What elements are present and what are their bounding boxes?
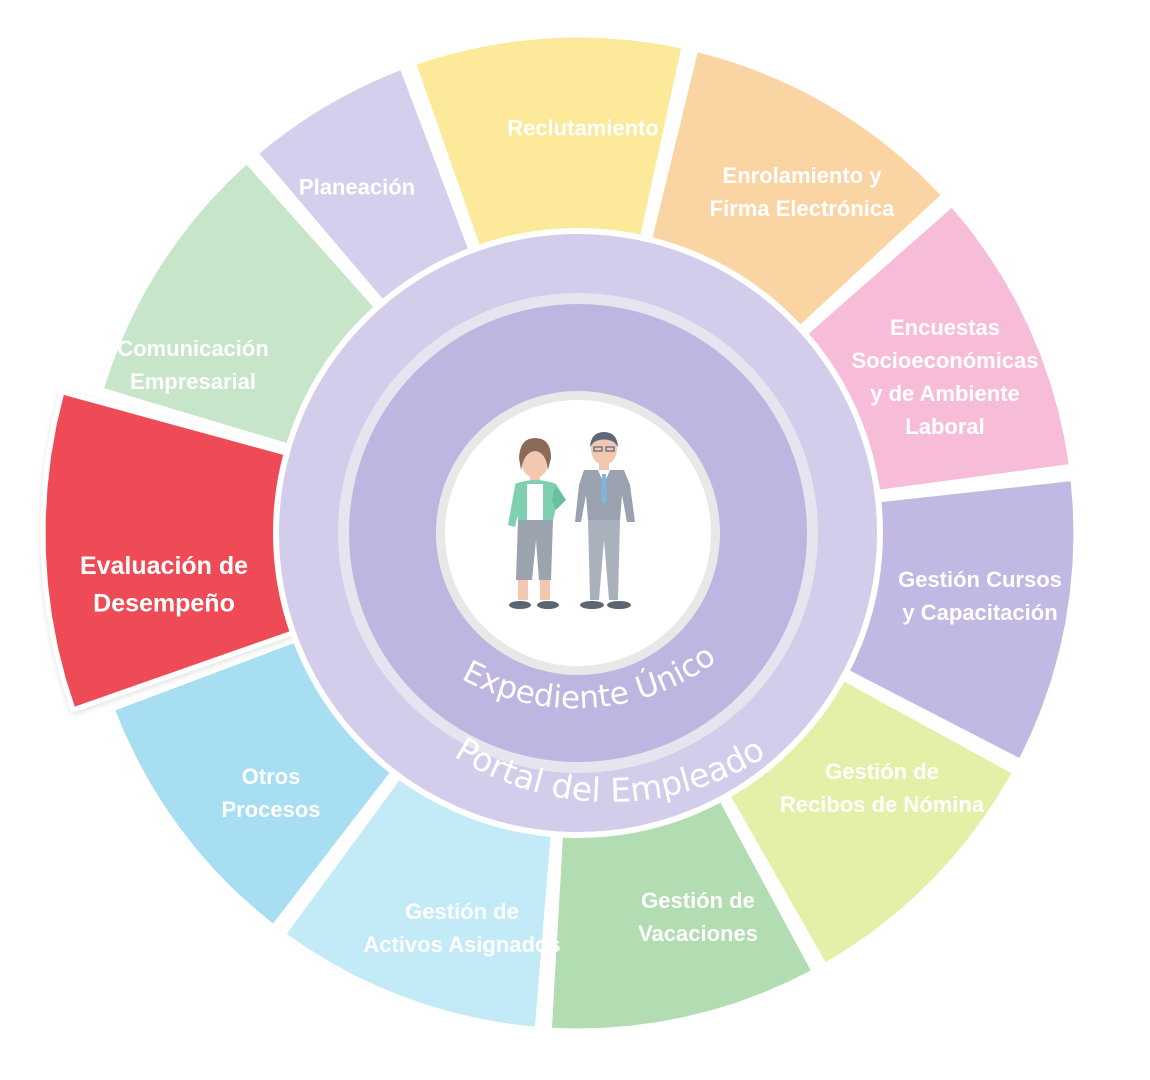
segment-label-line: Gestión de <box>825 759 939 784</box>
segment-label: Gestión de Activos Asignados <box>363 899 560 957</box>
segment-label-line: y Capacitación <box>902 600 1057 625</box>
segment-label-line: Firma Electrónica <box>710 196 895 221</box>
man-icon <box>575 432 635 609</box>
segment-label-line: Activos Asignados <box>363 932 560 957</box>
segment-label-line: Empresarial <box>130 369 256 394</box>
segment-label-line: Recibos de Nómina <box>780 792 985 817</box>
segment-label: Reclutamiento <box>507 116 659 141</box>
segment-label: Gestión de Vacaciones <box>638 888 758 946</box>
segment-label-line: Comunicación <box>117 336 269 361</box>
segment-label: Gestión Cursos y Capacitación <box>898 567 1062 625</box>
segment-label-line: Socioeconómicas <box>851 348 1038 373</box>
segment-label-line: Procesos <box>221 797 320 822</box>
segment-label-line: Vacaciones <box>638 921 758 946</box>
woman-icon <box>508 438 566 609</box>
segment-label-line: Gestión Cursos <box>898 567 1062 592</box>
segment-label-line: Planeación <box>299 175 415 200</box>
segment-label-line: Desempeño <box>93 590 235 618</box>
segment-label-line: Otros <box>242 764 301 789</box>
segment-label-line: Gestión de <box>405 899 519 924</box>
segment-label-line: Laboral <box>905 414 984 439</box>
segment-label: Evaluación de Desempeño <box>80 552 248 618</box>
segment-label-line: y de Ambiente <box>870 381 1020 406</box>
segment-label: Enrolamiento y Firma Electrónica <box>710 163 895 221</box>
segment-label-line: Enrolamiento y <box>723 163 883 188</box>
segment-label-line: Reclutamiento <box>507 116 659 141</box>
segment-label-line: Gestión de <box>641 888 755 913</box>
segment-label-line: Encuestas <box>890 315 1000 340</box>
segment-label: Planeación <box>299 175 415 200</box>
segment-label: Gestión de Recibos de Nómina <box>780 759 985 817</box>
center-badge <box>445 400 711 666</box>
segment-label-line: Evaluación de <box>80 552 248 580</box>
